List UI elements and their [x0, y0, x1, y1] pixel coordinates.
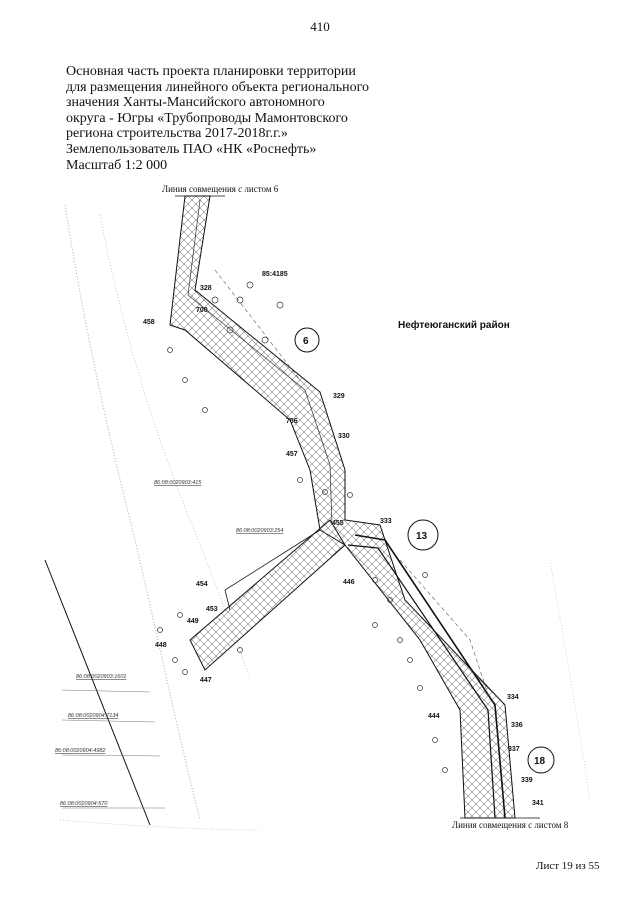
point-label: 339: [521, 777, 533, 784]
match-line-bottom-label: Линия совмещения с листом 8: [452, 820, 569, 830]
terrain-boundary-mid: [99, 214, 251, 681]
match-line-top-label: Линия совмещения с листом 6: [162, 184, 279, 194]
point-label: 446: [343, 579, 355, 586]
branch-corridor: [189, 519, 346, 671]
cadastral-label: 86:08:0020904:570: [60, 801, 108, 807]
pipe-line: [187, 199, 333, 526]
land-user-line: Землепользователь ПАО «НК «Роснефть»: [66, 141, 317, 157]
pipe-line: [354, 534, 506, 819]
scale-line: Масштаб 1:2 000: [66, 157, 168, 173]
parcel-boundary: [61, 719, 156, 723]
circle-label: 18: [534, 756, 546, 767]
point-label: 706: [286, 418, 298, 425]
cadastral-label: 86:08:0020903:1601: [76, 674, 126, 680]
cadastral-label: 86:08:0020903:254: [236, 528, 283, 534]
point-label: 448: [155, 642, 167, 649]
page-number: 410: [310, 19, 330, 34]
map-marker-circle: [407, 519, 439, 551]
point-label: 449: [187, 618, 199, 625]
circle-label: 13: [416, 531, 428, 542]
title-line: Основная часть проекта планировки террит…: [66, 64, 356, 79]
point-label: 444: [428, 713, 440, 720]
point-label: 700: [196, 307, 208, 314]
branch-corridor-edge: [224, 529, 321, 611]
symbol-markers: [157, 281, 448, 773]
pipe-line: [347, 544, 496, 819]
terrain-boundary-left: [64, 204, 201, 821]
title-block: Основная часть проекта планировки террит…: [66, 64, 396, 173]
point-label: 454: [196, 581, 208, 588]
point-label: 457: [286, 451, 298, 458]
dashed-line: [399, 559, 491, 701]
point-label: 337: [508, 746, 520, 753]
pipeline-corridor: [169, 195, 516, 819]
cadastral-label: 86:08:0020903:415: [154, 480, 202, 486]
point-label: 453: [206, 606, 218, 613]
cadastral-label: 86:08:0020904:7134: [68, 713, 118, 719]
map-marker-circle: [527, 746, 555, 774]
sheet-footer: Лист 19 из 55: [536, 860, 600, 872]
point-label: 330: [338, 433, 350, 440]
point-label: 329: [333, 393, 345, 400]
title-line: значения Ханты-Мансийского автономного: [66, 95, 325, 111]
point-label: 341: [532, 800, 544, 807]
parcel-label: 85:4185: [262, 271, 288, 278]
point-label: 447: [200, 677, 212, 684]
parcel-boundary: [61, 689, 151, 693]
point-label: 328: [200, 285, 212, 292]
title-line: для размещения линейного объекта региона…: [66, 79, 370, 95]
point-label: 455: [332, 520, 344, 527]
point-label: 336: [511, 722, 523, 729]
terrain-boundary-bottom: [59, 819, 261, 831]
parcel-boundary: [44, 559, 151, 826]
point-label: 458: [143, 319, 155, 326]
terrain-boundary-right: [549, 559, 591, 801]
dashed-line: [214, 269, 301, 381]
title-line: региона строительства 2017-2018г.г.»: [66, 126, 288, 142]
cadastral-label: 86:08:0020904:4982: [55, 748, 105, 754]
district-label: Нефтеюганский район: [398, 319, 510, 331]
point-label: 333: [380, 518, 392, 525]
title-line: округа - Югры «Трубопроводы Мамонтовског…: [66, 110, 348, 126]
circle-label: 6: [303, 336, 309, 347]
parcel-boundary: [61, 754, 161, 757]
point-label: 334: [507, 694, 519, 701]
map-marker-circle: [294, 327, 320, 353]
